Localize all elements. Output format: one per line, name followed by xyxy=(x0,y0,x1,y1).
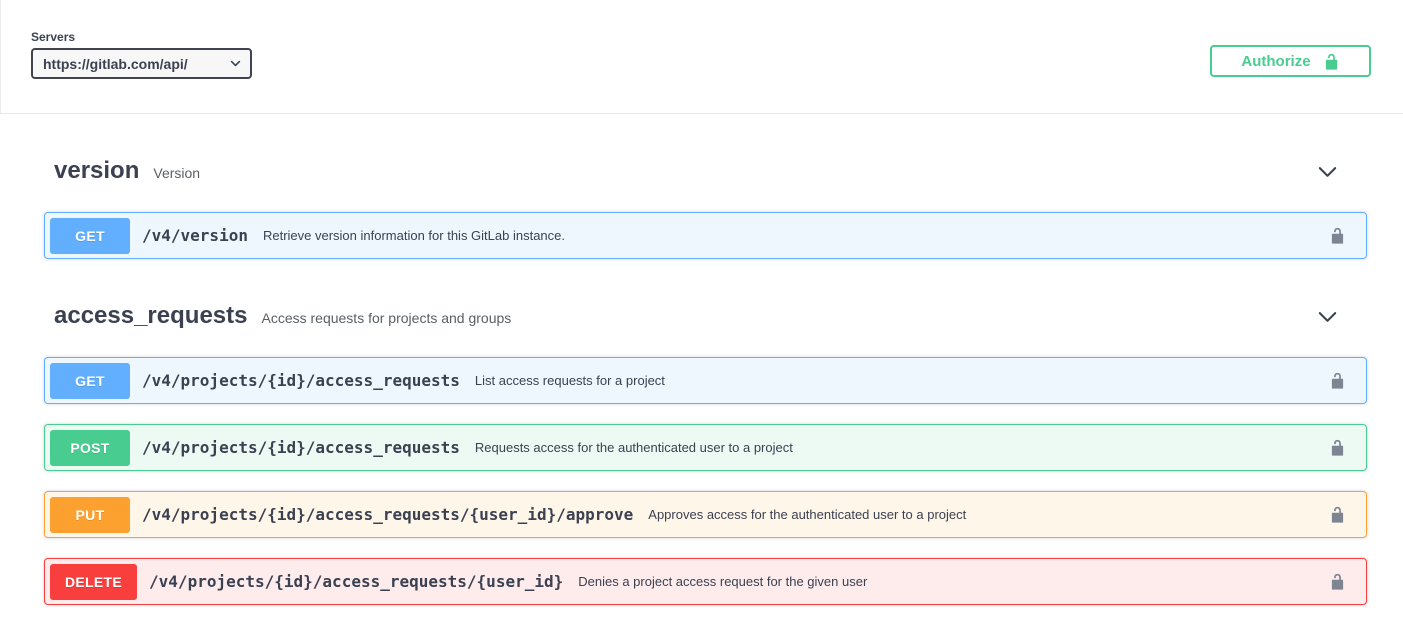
lock-button[interactable] xyxy=(1319,226,1366,245)
server-select-wrap: https://gitlab.com/api/ xyxy=(31,48,252,79)
tag-description: Version xyxy=(153,165,201,181)
endpoint-summary: Denies a project access request for the … xyxy=(578,574,868,589)
endpoint-summary: Retrieve version information for this Gi… xyxy=(262,228,565,243)
endpoint-row-delete-access-request[interactable]: DELETE /v4/projects/{id}/access_requests… xyxy=(44,558,1367,605)
unlock-icon xyxy=(1331,439,1344,456)
endpoint-row-post-access-requests[interactable]: POST /v4/projects/{id}/access_requests R… xyxy=(44,424,1367,471)
unlock-icon xyxy=(1331,372,1344,389)
unlock-icon xyxy=(1331,227,1344,244)
endpoint-path: /v4/version xyxy=(142,226,248,245)
endpoint-row-put-approve[interactable]: PUT /v4/projects/{id}/access_requests/{u… xyxy=(44,491,1367,538)
scheme-container: Servers https://gitlab.com/api/ Authoriz… xyxy=(0,0,1403,114)
method-badge: GET xyxy=(50,217,130,254)
lock-button[interactable] xyxy=(1319,505,1366,524)
lock-button[interactable] xyxy=(1319,572,1366,591)
method-badge: DELETE xyxy=(50,563,138,600)
servers-label: Servers xyxy=(31,30,76,44)
unlock-icon xyxy=(1325,53,1337,70)
unlock-icon xyxy=(1331,506,1344,523)
api-sections: version Version GET /v4/version Retrieve… xyxy=(0,154,1403,618)
endpoint-row-get-version[interactable]: GET /v4/version Retrieve version informa… xyxy=(44,212,1367,259)
endpoint-path: /v4/projects/{id}/access_requests/{user_… xyxy=(142,505,634,524)
endpoint-path: /v4/projects/{id}/access_requests xyxy=(142,371,460,390)
tag-description: Access requests for projects and groups xyxy=(261,310,512,326)
tag-header-version[interactable]: version Version xyxy=(44,154,1367,188)
chevron-down-icon[interactable] xyxy=(1316,305,1339,328)
chevron-down-icon[interactable] xyxy=(1316,160,1339,183)
tag-name: access_requests xyxy=(54,302,248,329)
lock-button[interactable] xyxy=(1319,371,1366,390)
method-badge: GET xyxy=(50,362,130,399)
endpoint-summary: Requests access for the authenticated us… xyxy=(474,440,793,455)
server-select[interactable]: https://gitlab.com/api/ xyxy=(31,48,252,79)
method-badge: POST xyxy=(50,429,130,466)
endpoint-summary: List access requests for a project xyxy=(474,373,665,388)
endpoint-path: /v4/projects/{id}/access_requests xyxy=(142,438,460,457)
endpoint-row-get-access-requests[interactable]: GET /v4/projects/{id}/access_requests Li… xyxy=(44,357,1367,404)
lock-button[interactable] xyxy=(1319,438,1366,457)
authorize-button[interactable]: Authorize xyxy=(1210,45,1371,77)
authorize-label: Authorize xyxy=(1241,52,1311,70)
endpoint-summary: Approves access for the authenticated us… xyxy=(648,507,967,522)
tag-name: version xyxy=(54,157,140,184)
tag-header-access-requests[interactable]: access_requests Access requests for proj… xyxy=(44,299,1367,333)
unlock-icon xyxy=(1331,573,1344,590)
endpoint-path: /v4/projects/{id}/access_requests/{user_… xyxy=(149,572,564,591)
method-badge: PUT xyxy=(50,496,130,533)
